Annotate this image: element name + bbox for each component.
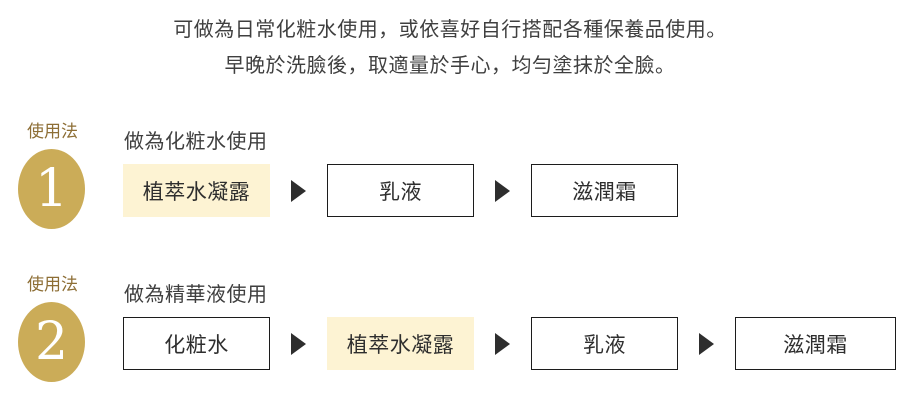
arrow-right-icon (699, 332, 714, 355)
step-box: 滋潤霜 (735, 317, 896, 370)
arrow-right-icon (291, 332, 306, 355)
step-box: 乳液 (531, 317, 678, 370)
arrow-right-icon (291, 179, 306, 202)
section-title: 做為精華液使用 (124, 284, 268, 306)
usage-number: 2 (34, 312, 69, 372)
usage-section: 使用法 2 做為精華液使用 化粧水 植萃水凝露 乳液 滋潤霜 (0, 275, 900, 400)
usage-number-circle: 2 (18, 302, 85, 382)
usage-badge-label: 使用法 (27, 122, 78, 142)
usage-section: 使用法 1 做為化粧水使用 植萃水凝露 乳液 滋潤霜 (0, 122, 900, 267)
step-box-highlight: 植萃水凝露 (123, 164, 270, 217)
section-title: 做為化粧水使用 (124, 131, 268, 153)
usage-badge-label: 使用法 (27, 275, 78, 295)
step-box: 滋潤霜 (531, 164, 678, 217)
arrow-right-icon (495, 332, 510, 355)
intro-text: 可做為日常化粧水使用，或依喜好自行搭配各種保養品使用。 早晚於洗臉後，取適量於手… (0, 20, 900, 76)
usage-number-circle: 1 (18, 149, 85, 229)
step-box-highlight: 植萃水凝露 (327, 317, 474, 370)
product-flow: 植萃水凝露 乳液 滋潤霜 (123, 164, 678, 217)
arrow-right-icon (495, 179, 510, 202)
step-box: 化粧水 (123, 317, 270, 370)
usage-number: 1 (34, 159, 69, 219)
intro-line-1: 可做為日常化粧水使用，或依喜好自行搭配各種保養品使用。 (173, 19, 727, 41)
step-box: 乳液 (327, 164, 474, 217)
product-flow: 化粧水 植萃水凝露 乳液 滋潤霜 (123, 317, 896, 370)
intro-line-2: 早晚於洗臉後，取適量於手心，均勻塗抹於全臉。 (224, 55, 676, 77)
